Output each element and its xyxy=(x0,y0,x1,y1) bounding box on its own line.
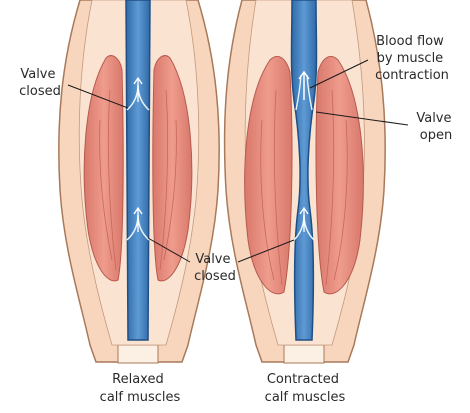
label-blood-flow: Blood flow by muscle contraction xyxy=(375,34,449,83)
relaxed-vein xyxy=(125,0,151,341)
relaxed-left-muscle xyxy=(83,55,124,282)
relaxed-leg xyxy=(58,0,220,364)
leader-valve-closed-left xyxy=(67,84,129,109)
relaxed-lower-valve-arrow-icon xyxy=(133,206,143,232)
contracted-lower-valve-arrow-icon xyxy=(299,206,309,232)
label-valve-open: Valve open xyxy=(416,111,455,143)
relaxed-muscle-fibres xyxy=(99,89,177,271)
contracted-left-muscle xyxy=(244,56,293,295)
leader-valve-closed-middle-b xyxy=(237,239,295,263)
relaxed-upper-valve-arrow-icon xyxy=(133,76,143,102)
contracted-flow-arrow-icon xyxy=(298,70,310,100)
contracted-muscle-fibres xyxy=(260,89,348,286)
caption-relaxed: Relaxed calf muscles xyxy=(100,372,181,405)
relaxed-right-muscle xyxy=(152,55,193,282)
caption-contracted: Contracted calf muscles xyxy=(265,372,346,405)
contracted-right-muscle xyxy=(315,56,364,295)
label-valve-closed-middle: Valve closed xyxy=(194,252,236,284)
leader-valve-closed-middle-a xyxy=(147,237,191,263)
leader-lines xyxy=(67,59,409,263)
contracted-vein xyxy=(290,0,318,341)
contracted-ankle xyxy=(283,344,325,364)
leader-valve-open xyxy=(315,111,409,126)
relaxed-ankle xyxy=(117,344,159,364)
leader-blood-flow xyxy=(309,59,369,89)
contracted-leg xyxy=(223,0,386,364)
label-valve-closed-left: Valve closed xyxy=(19,67,61,99)
